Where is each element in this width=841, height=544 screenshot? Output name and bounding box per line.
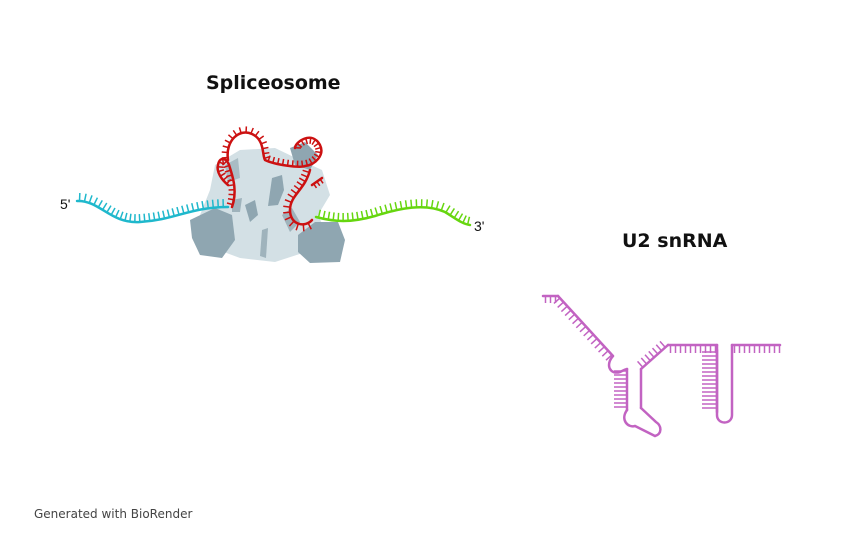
base-tick — [379, 205, 384, 214]
base-tick — [93, 197, 99, 206]
base-tick — [605, 354, 613, 361]
base-tick — [435, 201, 440, 210]
snrna-loop-2 — [221, 126, 323, 168]
base-tick — [191, 203, 195, 212]
base-tick — [579, 325, 587, 333]
u2-diagonal-arm — [553, 294, 615, 361]
base-tick — [317, 209, 322, 218]
base-tick — [568, 313, 576, 321]
base-tick — [466, 216, 471, 225]
base-tick — [575, 321, 583, 329]
base-tick — [640, 357, 648, 365]
base-tick — [83, 193, 87, 202]
base-tick — [97, 199, 103, 208]
snrna-branch — [310, 176, 324, 189]
base-tick — [110, 207, 116, 216]
base-tick — [404, 200, 408, 209]
base-tick — [655, 344, 663, 352]
base-tick — [440, 202, 445, 211]
base-tick — [196, 201, 200, 211]
base-tick — [186, 204, 190, 213]
base-tick — [365, 209, 369, 219]
base-tick — [594, 342, 602, 349]
snrna-loop-3 — [283, 168, 314, 232]
base-tick — [181, 205, 185, 214]
base-tick — [394, 202, 398, 211]
base-tick — [560, 305, 568, 313]
u2-stem2-rungs — [702, 348, 719, 414]
u2-stem1-loop — [623, 406, 662, 438]
base-tick — [590, 338, 598, 345]
base-tick — [114, 209, 120, 218]
base-tick — [445, 205, 451, 213]
base-tick — [129, 213, 132, 222]
base-tick — [369, 208, 374, 217]
base-tick — [399, 201, 403, 210]
base-tick — [171, 208, 175, 217]
three-prime-label: 3' — [474, 218, 485, 234]
u2-stem2 — [715, 343, 734, 424]
base-tick — [410, 199, 413, 208]
exon-5-prime-strand — [75, 192, 230, 224]
base-tick — [201, 201, 205, 210]
u2-snrna-title: U2 snRNA — [622, 230, 728, 252]
spliceosome-title: Spliceosome — [206, 72, 341, 94]
base-tick — [659, 340, 666, 348]
u2-bulge — [607, 354, 629, 374]
base-tick — [176, 206, 180, 215]
base-tick — [572, 317, 579, 325]
base-tick — [211, 199, 215, 208]
base-tick — [586, 333, 594, 341]
base-tick — [389, 203, 393, 212]
base-tick — [356, 211, 359, 220]
base-tick — [351, 212, 354, 221]
base-tick — [583, 329, 591, 337]
base-tick — [106, 205, 112, 213]
base-tick — [636, 360, 644, 368]
base-tick — [384, 204, 388, 213]
base-tick — [425, 199, 429, 208]
base-tick — [88, 195, 93, 204]
base-tick — [206, 200, 210, 209]
base-tick — [430, 200, 434, 209]
base-tick — [360, 210, 364, 220]
base-tick — [101, 202, 108, 211]
base-tick — [449, 208, 456, 216]
exon-3-prime-strand — [314, 199, 472, 227]
u2-rise-arm — [636, 340, 670, 371]
base-tick — [332, 212, 335, 221]
base-tick — [453, 210, 460, 219]
base-tick — [644, 354, 651, 362]
base-tick — [322, 210, 326, 219]
base-tick — [143, 213, 146, 222]
base-tick — [557, 301, 565, 309]
base-tick — [651, 347, 659, 355]
base-tick — [598, 346, 605, 353]
base-tick — [601, 350, 609, 357]
base-tick — [374, 207, 379, 216]
base-tick — [124, 212, 128, 221]
five-prime-label: 5' — [60, 196, 71, 212]
base-tick — [564, 309, 572, 317]
footer-credit: Generated with BioRender — [34, 507, 193, 521]
base-tick — [119, 211, 124, 220]
snrna-loop-1 — [216, 157, 236, 209]
base-tick — [648, 350, 655, 358]
base-tick — [553, 297, 561, 304]
base-tick — [327, 211, 331, 220]
u2-stem1-left — [614, 367, 629, 412]
u2-3prime-tail — [730, 343, 782, 353]
